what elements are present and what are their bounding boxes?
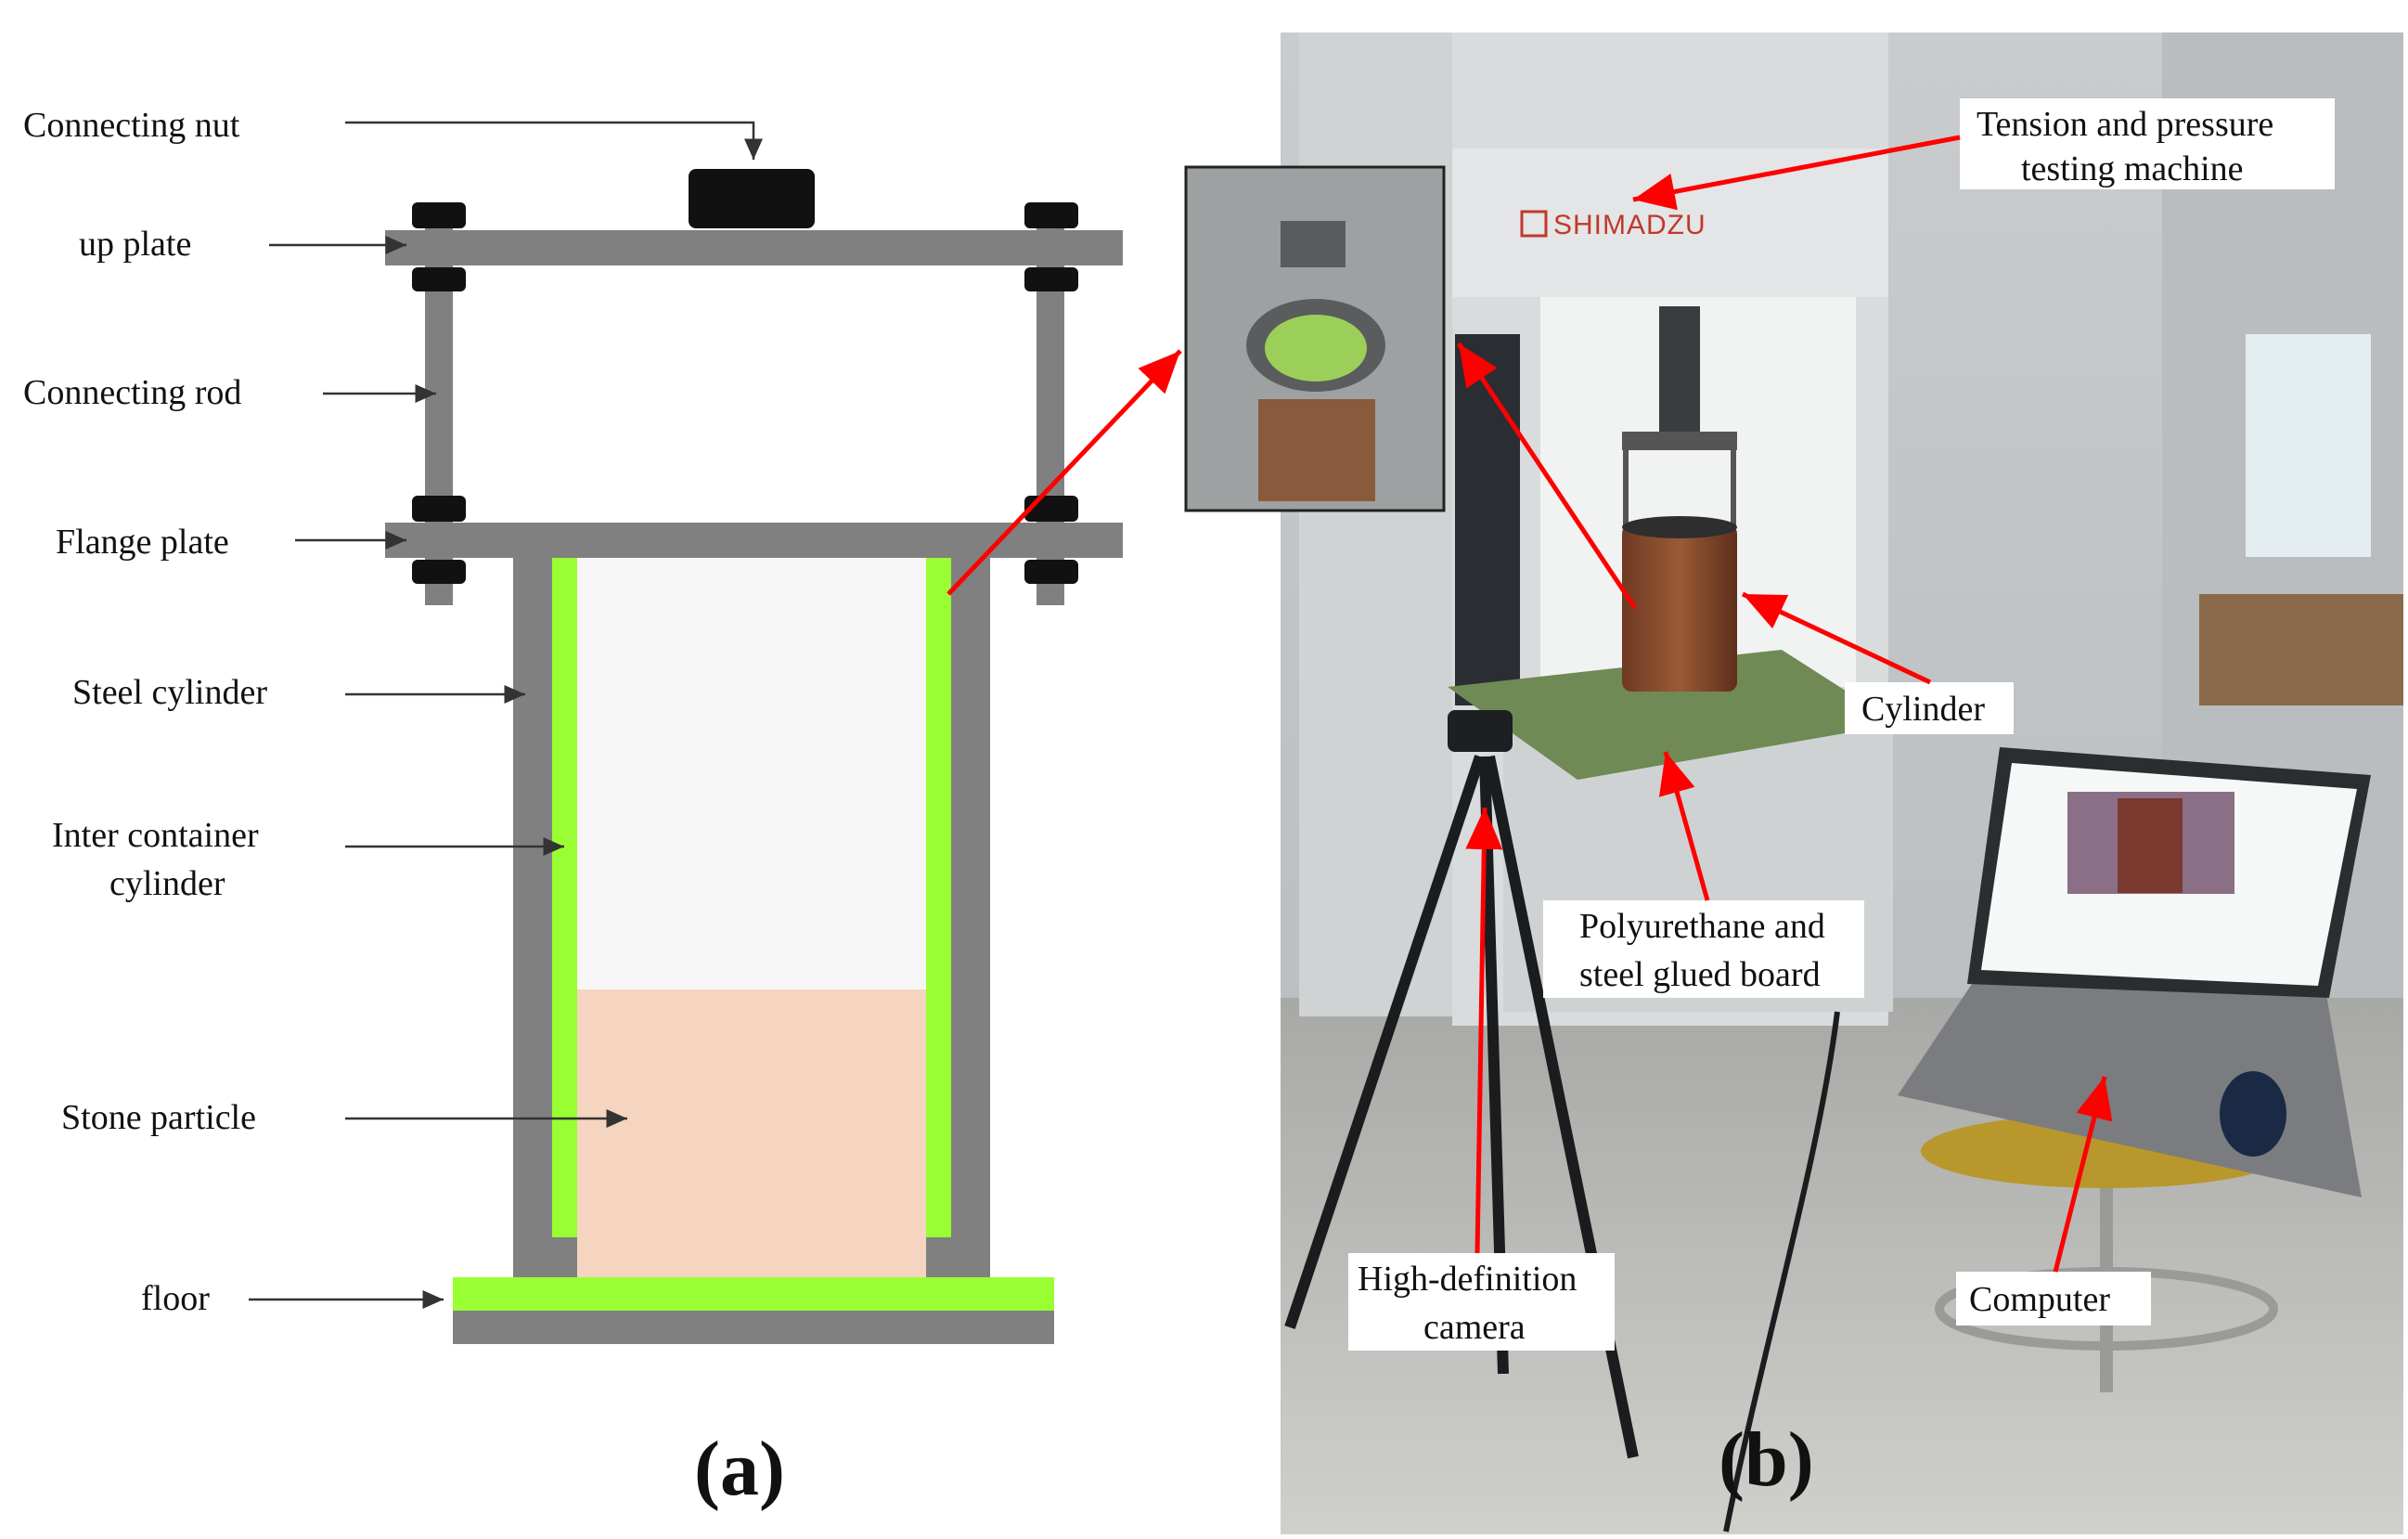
steel-cylinder-right-wall [951, 558, 990, 1277]
test-cylinder-top [1622, 516, 1737, 538]
arrow-computer [2053, 1076, 2113, 1273]
bolt [412, 496, 466, 522]
photo-panel: SHIMADZU Tension and [946, 32, 2403, 1534]
inner-container-left-wall [552, 558, 577, 1237]
tripod-leg-left [1284, 755, 1486, 1329]
computer-mouse [2220, 1071, 2286, 1157]
label-stone-particle: Stone particle [61, 1098, 256, 1137]
label-connecting-rod: Connecting rod [23, 373, 241, 412]
inner-space [577, 558, 926, 989]
bolt [412, 560, 466, 584]
schematic-panel: Connecting nut up plate Connecting rod F… [23, 106, 1123, 1512]
loading-rod [1659, 306, 1700, 436]
floor-liner [453, 1277, 1054, 1311]
machine-upper-crosshead [1452, 149, 1888, 297]
arrow-cylinder [1741, 591, 1932, 685]
label-steel-cylinder: Steel cylinder [72, 673, 267, 712]
panel-label-b: (b) [1719, 1416, 1814, 1503]
machine-dark-panel [1455, 334, 1520, 705]
inset-cylinder-body [1258, 399, 1375, 501]
laptop-image-cylinder [2118, 798, 2183, 893]
arrow-machine [1632, 135, 1961, 211]
connecting-nut [689, 169, 815, 228]
steel-cylinder-left-wall [513, 558, 552, 1277]
label-box-machine [1960, 98, 2335, 189]
glued-board [1448, 650, 1898, 780]
bolt [1024, 560, 1078, 584]
label-box-camera [1348, 1253, 1615, 1351]
loading-clamp [1622, 432, 1737, 450]
label-board-line2: steel glued board [1579, 955, 1821, 994]
stone-particle-fill [577, 989, 926, 1277]
desk [2199, 594, 2403, 705]
label-machine-line1: Tension and pressure [1977, 105, 2273, 144]
label-box-cylinder [1845, 682, 2014, 734]
bolt [412, 202, 466, 228]
label-connecting-nut: Connecting nut [23, 106, 240, 145]
label-camera-line2: camera [1423, 1308, 1526, 1347]
up-plate [385, 230, 1123, 265]
arrow-board [1658, 751, 1710, 901]
label-up-plate: up plate [79, 225, 191, 264]
bolt [1024, 202, 1078, 228]
floor-plate [453, 1311, 1054, 1344]
inset-green-liner [1265, 315, 1367, 382]
label-board-line1: Polyurethane and [1579, 907, 1825, 946]
machine-brand: SHIMADZU [1553, 210, 1706, 240]
label-machine-line2: testing machine [2021, 149, 2244, 188]
camera-cable [1723, 1011, 1840, 1533]
label-floor: floor [141, 1279, 210, 1318]
bolt [412, 267, 466, 291]
inner-container-right-base [926, 1237, 990, 1277]
label-cylinder: Cylinder [1861, 690, 1985, 729]
label-camera-line1: High-definition [1358, 1260, 1577, 1299]
arrow-connecting-nut [345, 121, 763, 160]
label-box-computer [1956, 1272, 2151, 1326]
panel-label-a: (a) [694, 1426, 785, 1512]
brand-logo-icon [1520, 210, 1548, 238]
arrow-camera [1465, 807, 1503, 1254]
label-inter-container-line1: Inter container [52, 816, 259, 855]
inner-container-left-base [513, 1237, 577, 1277]
label-flange-plate: Flange plate [56, 523, 229, 562]
arrow-cylinder-to-inset [1456, 342, 1638, 610]
test-cylinder [1622, 524, 1737, 692]
bolt [1024, 267, 1078, 291]
label-computer: Computer [1969, 1280, 2110, 1319]
label-inter-container-line2: cylinder [109, 864, 225, 903]
camera-body [1448, 710, 1513, 752]
inset-hex-nut [1281, 221, 1346, 267]
arrow-schematic-to-inset [946, 349, 1182, 596]
inner-container-right-wall [926, 558, 951, 1237]
label-box-board [1543, 900, 1864, 998]
wall-poster [2246, 334, 2371, 557]
